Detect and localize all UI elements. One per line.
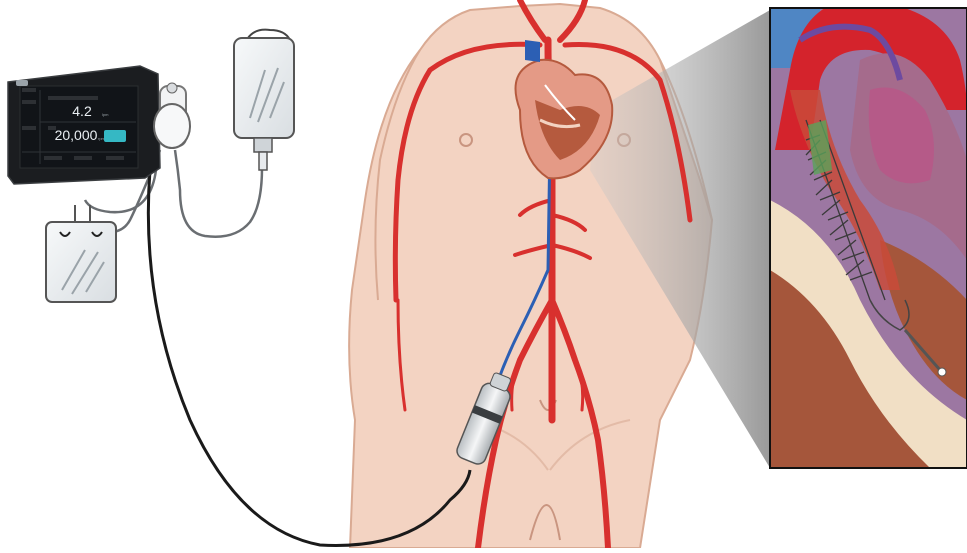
flow-unit: lpm bbox=[102, 112, 109, 117]
pump-module bbox=[154, 83, 190, 148]
flow-value: 4.2 bbox=[72, 103, 92, 119]
iv-bag-hanging bbox=[234, 30, 294, 170]
waste-bag bbox=[46, 205, 116, 302]
control-console: 4.2 lpm 20,000 rpm bbox=[8, 66, 160, 184]
inset-heart-closeup bbox=[770, 0, 967, 468]
console-action-button[interactable] bbox=[104, 130, 126, 142]
speed-value: 20,000 bbox=[55, 127, 98, 143]
